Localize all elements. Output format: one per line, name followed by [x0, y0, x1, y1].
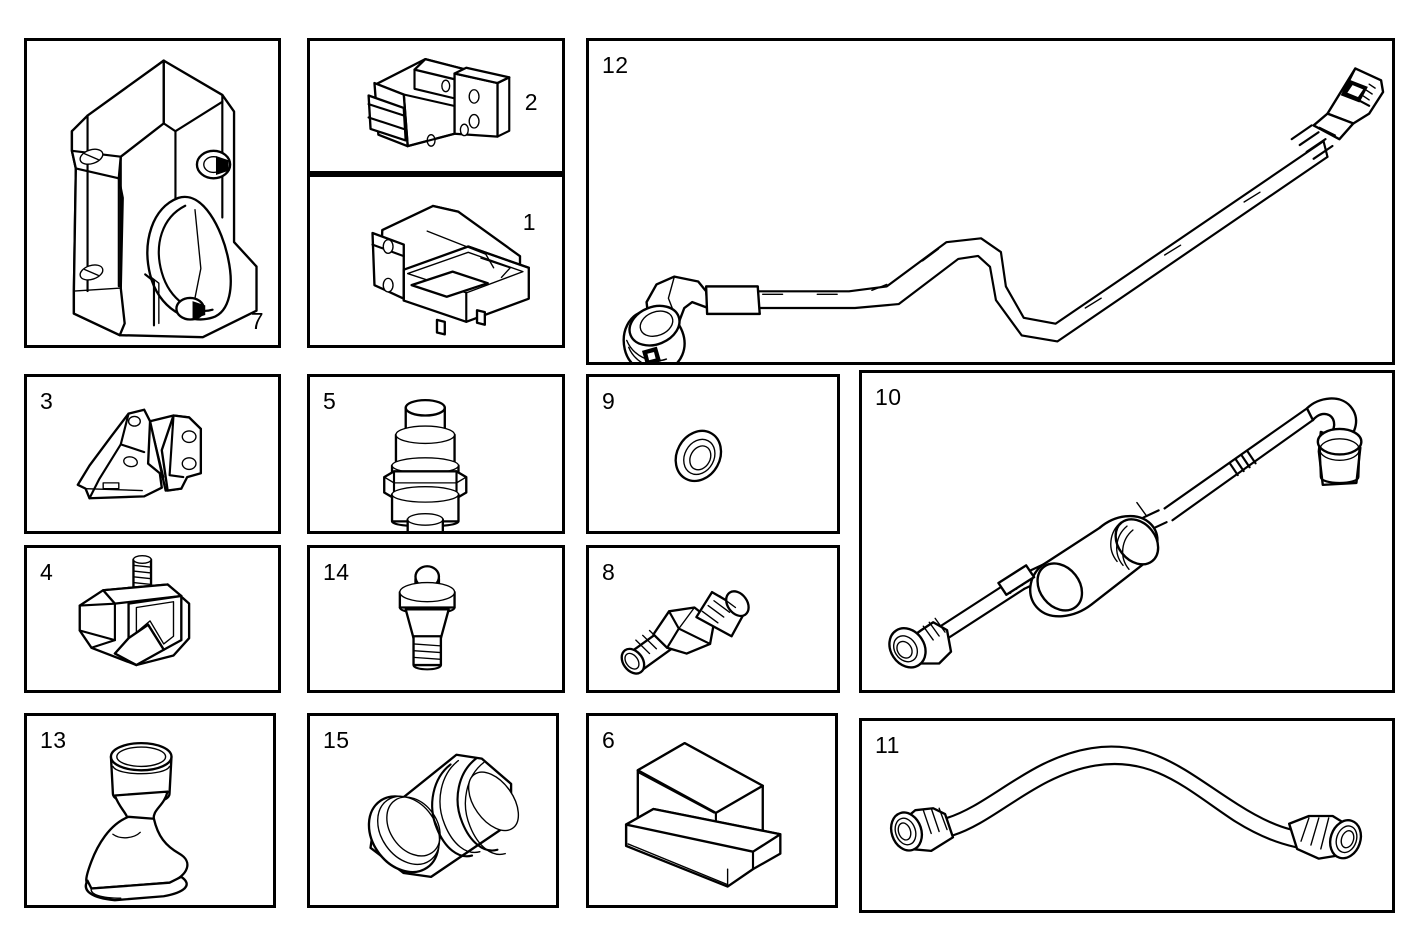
part-panel-12[interactable]: 12: [586, 38, 1395, 365]
part-illustration-union-fitting: [589, 548, 837, 690]
panel-number-13: 13: [40, 727, 67, 753]
part-panel-7[interactable]: 7: [24, 38, 281, 348]
part-illustration-regulator-valve: [310, 377, 562, 531]
part-illustration-short-fuel-hose: [862, 721, 1392, 910]
part-illustration-mount-support-bracket: [310, 177, 562, 345]
panel-number-4: 4: [40, 559, 54, 585]
part-illustration-engine-mount-insulator: [27, 548, 278, 690]
part-panel-5[interactable]: 5: [307, 374, 565, 534]
panel-number-15: 15: [323, 727, 350, 753]
part-panel-11[interactable]: 11: [859, 718, 1395, 913]
panel-number-7: 7: [250, 308, 264, 334]
part-illustration-relay-module: [589, 716, 835, 905]
panel-number-11: 11: [875, 732, 900, 758]
panel-number-2: 2: [524, 89, 538, 115]
part-panel-6[interactable]: 6: [586, 713, 838, 908]
part-illustration-fuel-hose-assembly: [589, 41, 1392, 362]
panel-number-3: 3: [40, 388, 54, 414]
part-panel-9[interactable]: 9: [586, 374, 840, 534]
panel-number-10: 10: [875, 384, 902, 410]
panel-number-1: 1: [522, 209, 536, 235]
part-illustration-bracket-clamp: [27, 41, 278, 345]
part-panel-3[interactable]: 3: [24, 374, 281, 534]
part-panel-13[interactable]: 13: [24, 713, 276, 908]
part-panel-1[interactable]: 1: [307, 174, 565, 348]
part-panel-4[interactable]: 4: [24, 545, 281, 693]
part-panel-14[interactable]: 14: [307, 545, 565, 693]
panel-number-12: 12: [602, 52, 629, 78]
part-panel-8[interactable]: 8: [586, 545, 840, 693]
part-panel-15[interactable]: 15: [307, 713, 559, 908]
part-panel-10[interactable]: 10: [859, 370, 1395, 693]
part-illustration-mounting-bracket: [27, 377, 278, 531]
part-panel-2[interactable]: 2: [307, 38, 565, 174]
panel-number-6: 6: [602, 727, 616, 753]
panel-number-5: 5: [323, 388, 337, 414]
panel-number-14: 14: [323, 559, 350, 585]
part-illustration-o-ring-seal: [589, 377, 837, 531]
part-illustration-fuel-line-with-filter: [862, 373, 1392, 690]
panel-number-8: 8: [602, 559, 616, 585]
panel-number-9: 9: [602, 388, 616, 414]
